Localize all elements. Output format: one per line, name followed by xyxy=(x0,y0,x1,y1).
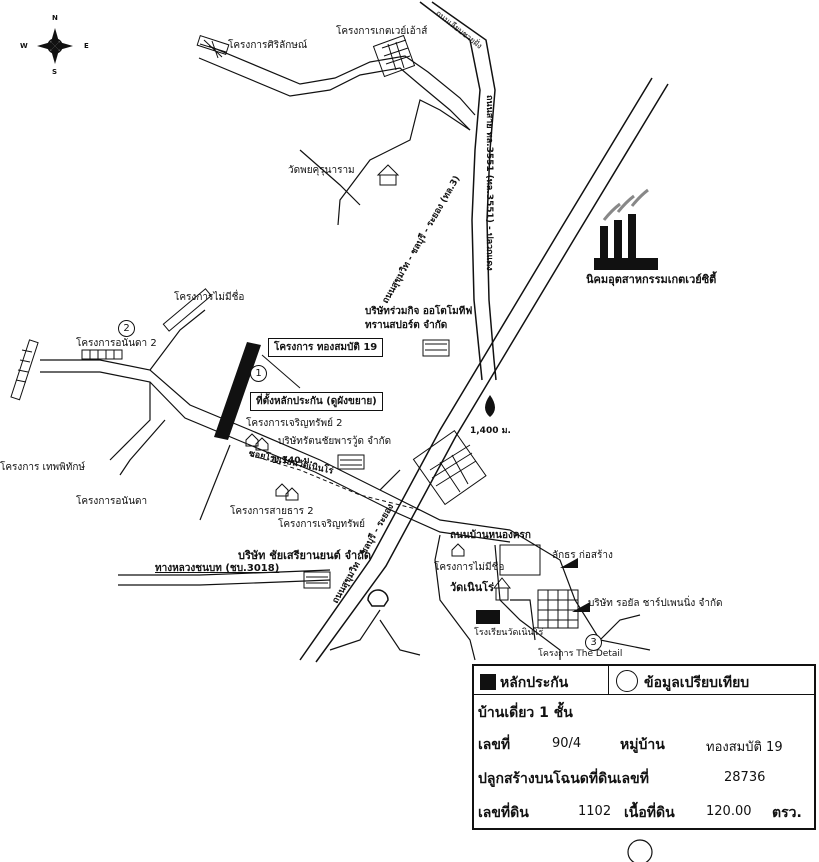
label-sirilak: โครงการศิริลักษณ์ xyxy=(228,40,308,51)
label-no-name-2: โครงการไม่มีชื่อ xyxy=(434,562,505,573)
label-the-detail: โครงการ The Detail xyxy=(538,649,623,659)
legend-deed-label: ปลูกสร้างบนโฉนดที่ดินเลขที่ xyxy=(478,771,649,787)
compass-n: N xyxy=(52,14,58,22)
housing-block-sirilak xyxy=(196,34,230,59)
building-icon-chaisaree xyxy=(303,571,331,589)
collateral-pointer xyxy=(261,354,301,389)
marker-1: 1 xyxy=(250,365,267,382)
legend-village: ทองสมบัติ 19 xyxy=(706,740,783,755)
label-wat-phukoyaram: วัดพยคุรุนาราม xyxy=(288,165,355,176)
legend-house-type: บ้านเดี่ยว 1 ชั้น xyxy=(478,705,573,721)
label-rattanachai: บริษัทรัตนชัยพารวู้ด จำกัด xyxy=(278,436,392,447)
marker-2: 2 xyxy=(118,320,135,337)
label-thongsombat: โครงการ ทองสมบัติ 19 xyxy=(268,338,384,357)
label-lakthon: ลักธร ก่อสร้าง xyxy=(552,550,613,561)
building-icon-rattanachai xyxy=(337,454,365,470)
label-gateway-city: นิคมอุตสาหกรรมเกตเวย์ซิตี้ xyxy=(586,273,717,286)
factory-icon xyxy=(594,188,658,270)
label-anunda: โครงการอนันดา xyxy=(76,496,148,507)
label-school: โรงเรียนวัดเนินโร่ xyxy=(474,628,544,638)
label-saithan2: โครงการสายธาร 2 xyxy=(230,506,314,517)
legend-box: หลักประกัน ข้อมูลเปรียบเทียบ บ้านเดี่ยว … xyxy=(472,664,816,830)
label-thepphithak: โครงการ เทพพิทักษ์ xyxy=(0,462,85,473)
housing-block-big xyxy=(412,430,487,506)
collateral-swatch-icon xyxy=(480,674,496,690)
label-anunda2: โครงการอนันดา 2 xyxy=(76,338,157,349)
housing-block-detail xyxy=(537,589,579,629)
legend-land-no-label: เลขที่ดิน xyxy=(478,805,529,821)
label-collateral: ที่ตั้งหลักประกัน (ดูผังขยาย) xyxy=(250,392,383,411)
legend-compare-label: ข้อมูลเปรียบเทียบ xyxy=(644,675,750,691)
label-road-3551: ถนนสาย ทล.3551 (ทล.3551) - ปลวกแดง xyxy=(484,95,494,271)
compass-e: E xyxy=(84,42,89,50)
legend-house-no: 90/4 xyxy=(552,736,582,751)
legend-divider xyxy=(608,666,609,694)
dashed-boundary xyxy=(249,454,421,511)
minor-roads xyxy=(40,45,651,661)
building-icon-wat-noenro xyxy=(492,577,512,601)
main-highway xyxy=(299,77,669,663)
compare-circle-icon xyxy=(616,670,638,692)
legend-header-rule xyxy=(474,694,814,695)
legend-area: 120.00 xyxy=(706,804,752,819)
building-icon-office xyxy=(422,339,450,357)
building-icon-school xyxy=(476,610,500,624)
building-icon-temple xyxy=(376,164,400,186)
housing-block-small xyxy=(499,544,541,576)
marker-3: 3 xyxy=(585,634,602,651)
label-wat-noenro: วัดเนินโร่ xyxy=(450,581,494,594)
label-charoensap: โครงการเจริญทรัพย์ xyxy=(278,519,365,530)
label-no-name-1: โครงการไม่มีชื่อ xyxy=(174,292,245,303)
compass-s: S xyxy=(52,68,58,76)
building-icon-lakthon xyxy=(560,558,578,568)
label-gateway-east: โครงการเกตเวย์เอ้าส์ xyxy=(336,26,428,37)
legend-land-no: 1102 xyxy=(578,804,612,819)
label-road-nongkrok: ถนนบ้านหนองครก xyxy=(450,530,531,541)
label-joint-venture: บริษัทร่วมกิจ ออโตโมทีฟ ทรานสปอร์ต จำกัด xyxy=(365,306,473,331)
shell-station-icon xyxy=(367,589,389,607)
label-charoensap2: โครงการเจริญทรัพย์ 2 xyxy=(246,418,343,429)
housing-block-no-name xyxy=(162,288,212,332)
label-royal-care: บริษัท รอยัล ชาร์ปเพนนิ่ง จำกัด xyxy=(588,598,723,609)
legend-village-label: หมู่บ้าน xyxy=(620,737,665,753)
label-dist-1140: 1,140 ม. xyxy=(272,456,313,466)
legend-house-no-label: เลขที่ xyxy=(478,737,511,753)
building-icon-houses xyxy=(245,433,465,557)
legend-deed-no: 28736 xyxy=(724,770,766,785)
legend-collateral-label: หลักประกัน xyxy=(500,675,569,691)
gas-station-icon xyxy=(485,395,495,417)
road-3551 xyxy=(419,1,497,381)
compass-rose-icon xyxy=(37,28,73,64)
housing-block-thepphithak xyxy=(10,339,39,401)
compare-circle-bottom xyxy=(627,839,653,862)
label-chaisaree: บริษัท ชัยเสรียานยนต์ จำกัด xyxy=(238,549,372,562)
compass-w: W xyxy=(20,42,28,50)
building-icon-royal xyxy=(572,602,590,612)
legend-area-label: เนื้อที่ดิน xyxy=(624,805,675,821)
label-dist-1400: 1,400 ม. xyxy=(470,426,511,436)
legend-area-unit: ตรว. xyxy=(772,805,802,821)
label-road-3018: ทางหลวงชนบท (ชบ.3018) xyxy=(155,563,280,574)
housing-block-anunda2 xyxy=(81,349,123,360)
collateral-plot xyxy=(214,342,261,440)
housing-block-gateway xyxy=(372,34,416,78)
